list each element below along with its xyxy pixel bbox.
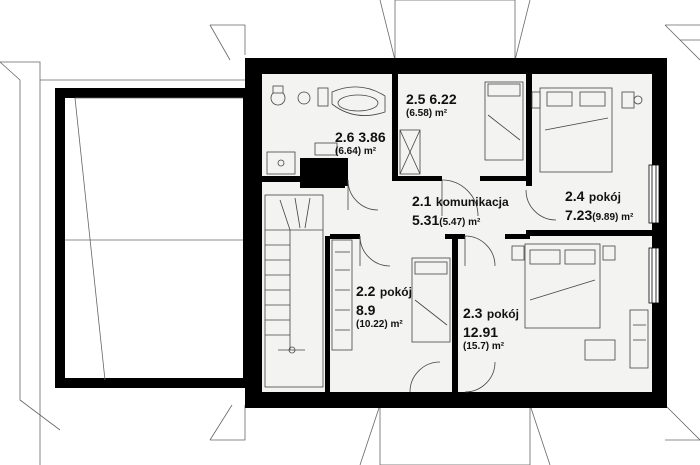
bathroom-fixtures bbox=[266, 85, 386, 175]
room-area-extra: (6.58) m² bbox=[406, 108, 448, 119]
room-id: 2.4 bbox=[565, 188, 585, 204]
beds bbox=[411, 81, 643, 361]
room-area: 12.91 bbox=[463, 324, 499, 340]
room-area-extra: (6.64) m² bbox=[335, 146, 377, 157]
room-area-extra: (10.22) m² bbox=[356, 319, 403, 330]
room-id: 2.1 bbox=[412, 193, 432, 209]
room-name: pokój bbox=[486, 307, 519, 321]
room-label-2-3: 2.3 pokój 12.91 (15.7) m² bbox=[463, 306, 519, 352]
room-area: 5.31 bbox=[412, 212, 440, 228]
room-area-extra: (15.7) m² bbox=[463, 341, 505, 352]
interior-walls bbox=[262, 74, 652, 392]
staircase bbox=[264, 194, 324, 388]
room-id: 2.2 bbox=[356, 283, 376, 299]
windows bbox=[648, 164, 660, 304]
room-label-2-4: 2.4 pokój 7.23(9.89) m² bbox=[565, 189, 633, 224]
room-area: 7.23 bbox=[565, 207, 593, 223]
room-name: pokój bbox=[379, 285, 412, 299]
room-id: 2.5 bbox=[406, 91, 426, 107]
doors bbox=[347, 179, 557, 393]
room-id: 2.6 bbox=[335, 129, 355, 145]
room-area-extra: (9.89) m² bbox=[592, 212, 634, 223]
storage-hatch bbox=[399, 129, 421, 175]
room-name: komunikacja bbox=[435, 195, 509, 209]
room-label-2-5: 2.5 6.22 (6.58) m² bbox=[406, 92, 457, 119]
room-label-2-1: 2.1 komunikacja 5.31(5.47) m² bbox=[412, 194, 509, 229]
room-label-2-2: 2.2 pokój 8.9 (10.22) m² bbox=[356, 284, 412, 330]
room-area: 6.22 bbox=[429, 91, 457, 107]
room-area: 3.86 bbox=[358, 129, 386, 145]
room-area-extra: (5.47) m² bbox=[439, 217, 481, 228]
garage bbox=[55, 88, 250, 388]
room-id: 2.3 bbox=[463, 305, 483, 321]
room-area: 8.9 bbox=[356, 302, 376, 318]
wardrobe bbox=[331, 239, 649, 369]
room-label-2-6: 2.6 3.86 (6.64) m² bbox=[335, 130, 386, 157]
room-name: pokój bbox=[588, 190, 621, 204]
